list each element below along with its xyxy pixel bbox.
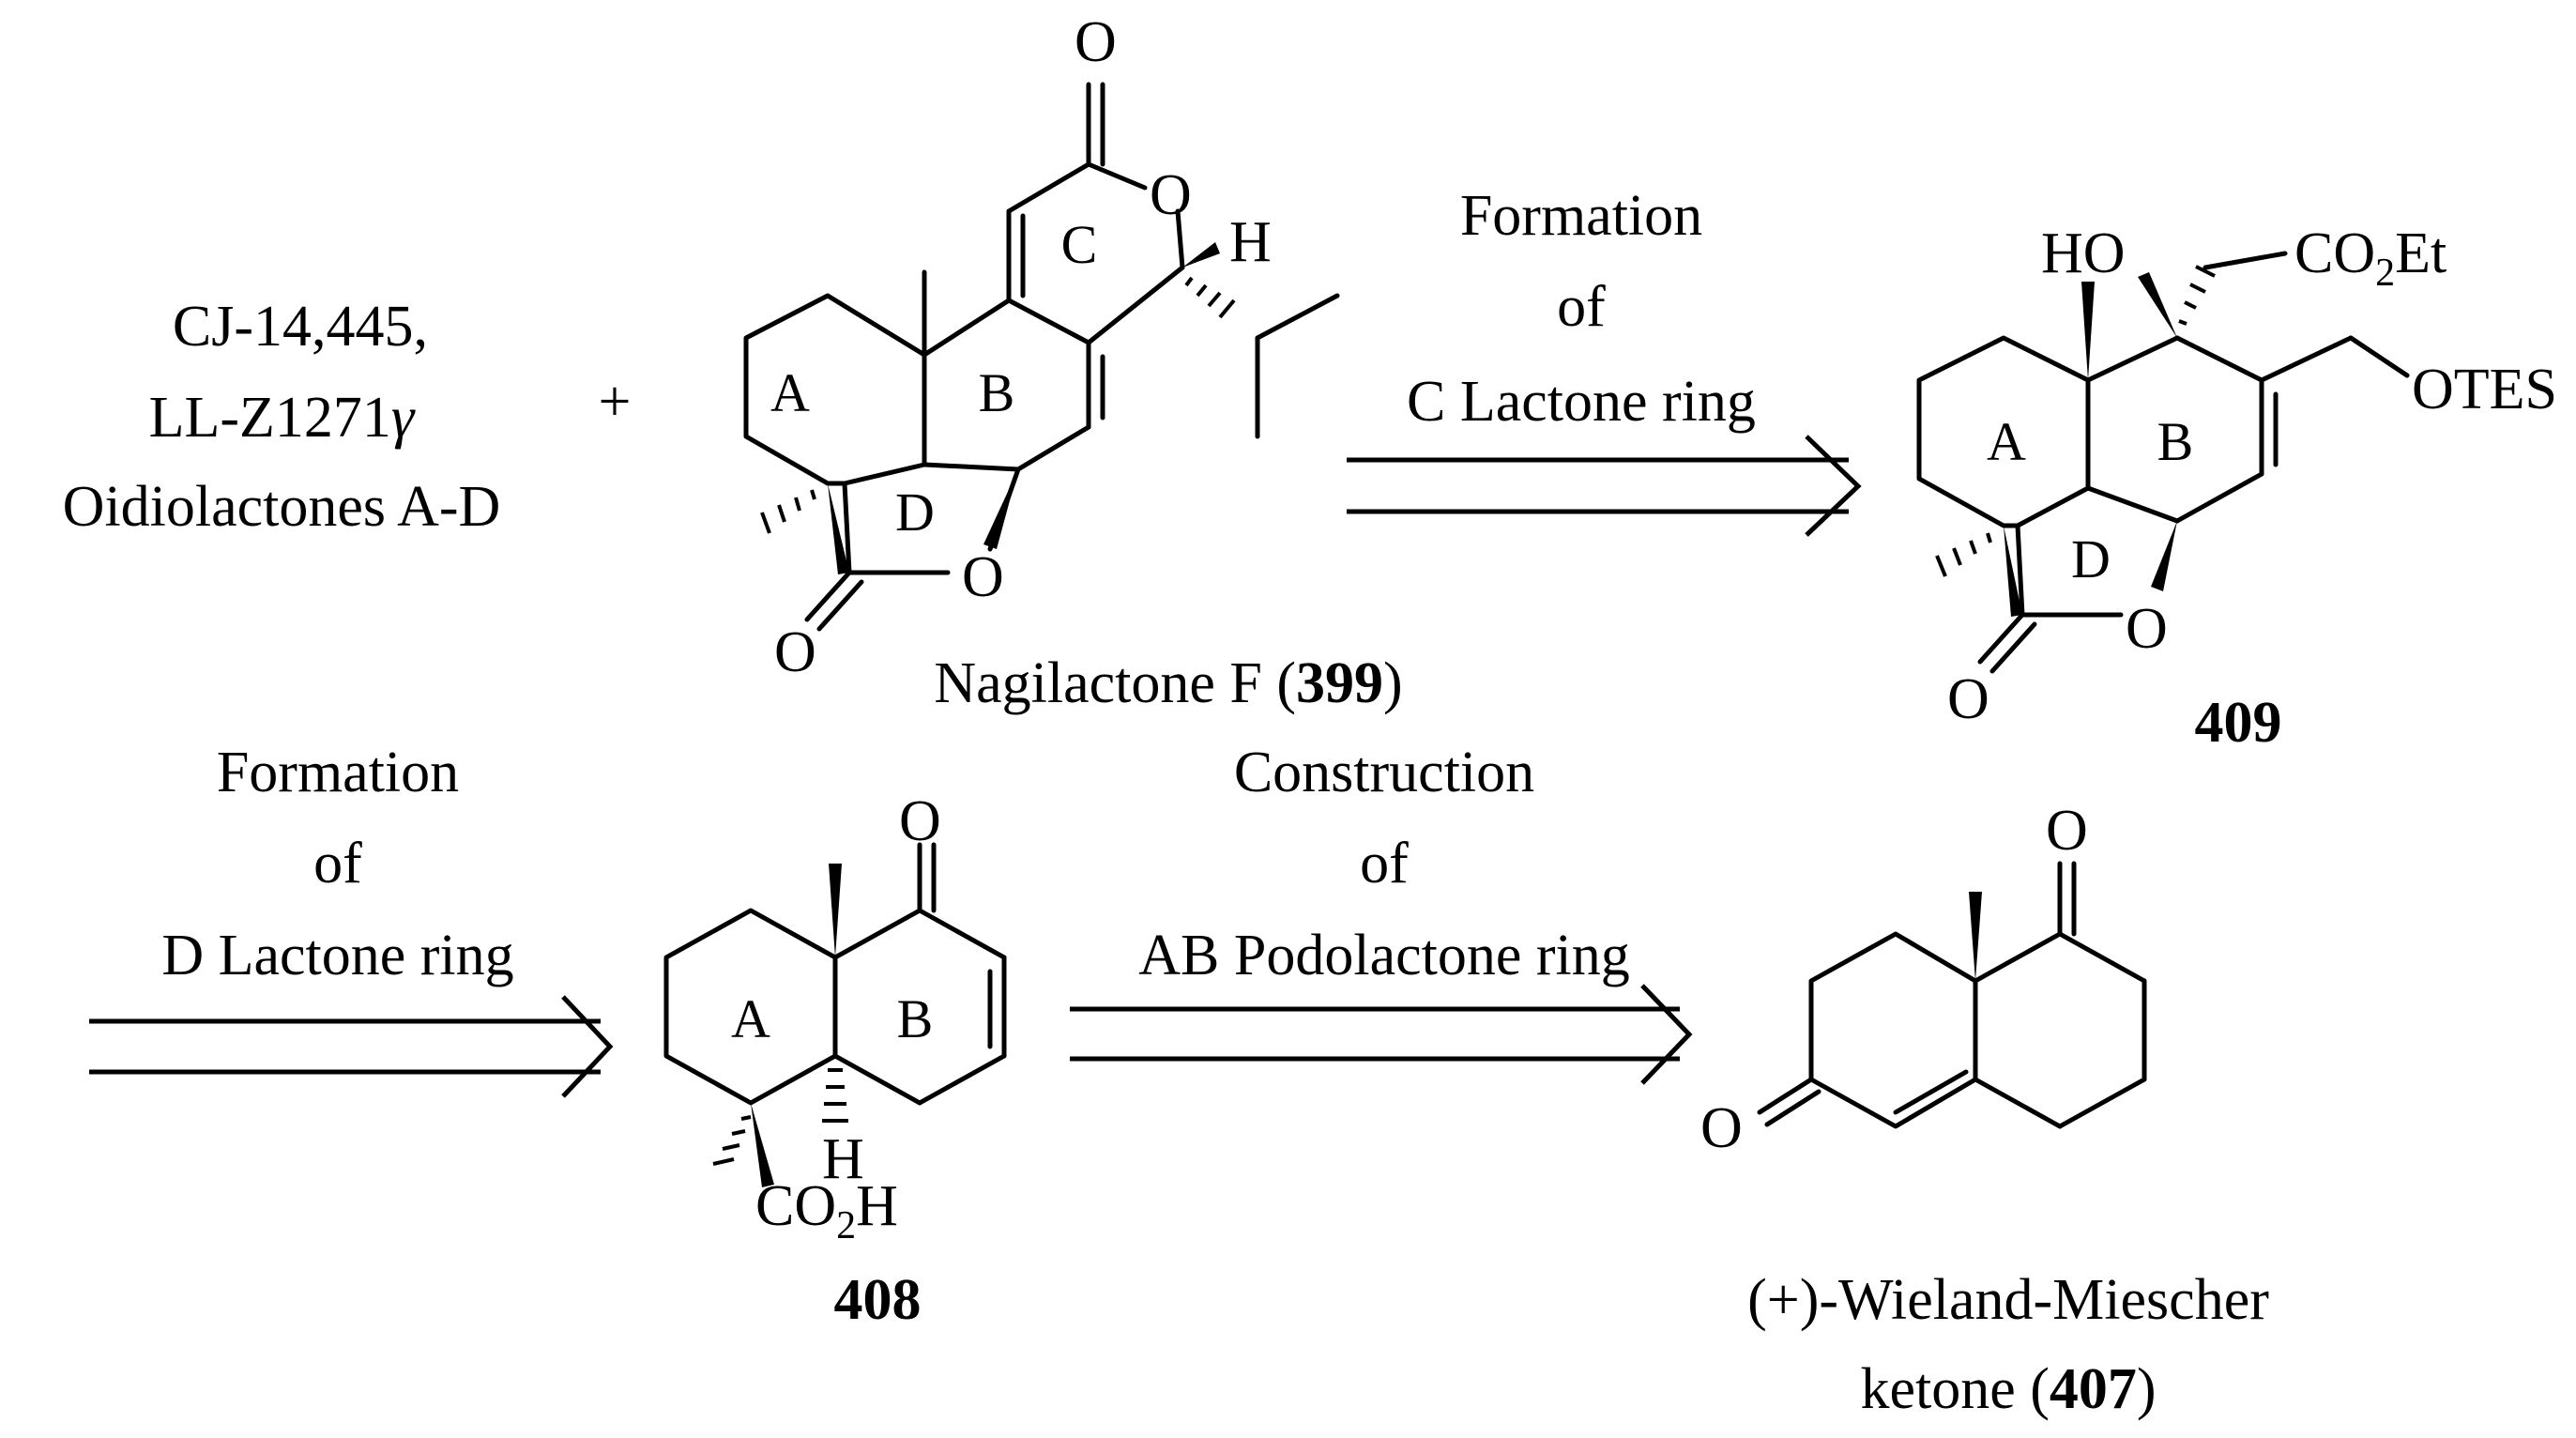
ring-b-408: B [897,988,934,1049]
ketone-o-top: O [2046,799,2088,863]
arrow-3-line-2: of [1360,832,1409,895]
lactone-o-409: O [2126,597,2168,661]
otes-group: OTES [2412,358,2557,421]
h-408: H [822,1127,864,1191]
target-line-1: CJ-14,445, [173,295,428,359]
arrow-1-line-2: of [1557,275,1606,339]
arrow-3: Construction of AB Podolactone ring [1070,741,1693,1085]
compound-408-structure: O H CO2H A B 408 [663,789,1007,1332]
ring-o: O [1150,163,1192,227]
plus-sign: + [599,370,632,434]
h-atom: H [1229,210,1272,274]
enone-o: O [899,789,941,853]
ring-d-label: D [895,482,935,543]
target-compounds-label: CJ-14,445, LL-Z1271γ Oidiolactones A-D [63,295,501,539]
ring-c-label: C [1061,214,1098,275]
ring-a-408: A [731,988,770,1049]
co2et-group: CO2Et [2294,222,2446,295]
arrow-3-line-1: Construction [1234,741,1534,804]
lactone-o: O [962,545,1004,609]
target-line-3: Oidiolactones A-D [63,475,501,539]
nagilactone-name: Nagilactone F (399) [934,651,1402,715]
ring-d-409: D [2071,528,2111,589]
arrow-2-line-3: D Lactone ring [161,924,513,987]
target-line-2: LL-Z1271γ [149,386,416,450]
arrow-1: Formation of C Lactone ring [1347,184,1862,537]
lactone-carbonyl-o: O [774,620,816,684]
ring-b-409: B [2157,411,2194,472]
arrow-2: Formation of D Lactone ring [89,741,614,1098]
ring-a-label: A [770,362,810,423]
compound-408-number: 408 [834,1268,922,1332]
compound-409-structure: HO CO2Et OTES O O A B D 409 [1916,222,2557,755]
ho-group: HO [2041,222,2126,285]
arrow-3-line-3: AB Podolactone ring [1138,924,1630,987]
ring-b-label: B [979,362,1015,423]
carbonyl-o-409: O [1947,667,1989,731]
arrow-2-line-2: of [313,832,362,895]
arrow-1-line-3: C Lactone ring [1407,370,1756,434]
co2h-group: CO2H [755,1174,898,1247]
arrow-2-line-1: Formation [217,741,459,804]
wmk-name-line-2: ketone (407) [1860,1357,2156,1421]
compound-409-number: 409 [2195,691,2282,755]
nagilactone-f-structure: O O H O O A B C D Nagilactone F (399) [743,10,1403,715]
wmk-name-line-1: (+)-Wieland-Miescher [1747,1268,2269,1332]
ring-a-409: A [1987,411,2026,472]
wieland-miescher-ketone-structure: O O (+)-Wieland-Miescher ketone (407) [1700,799,2269,1421]
arrow-1-line-1: Formation [1460,184,1702,248]
ketone-o-left: O [1700,1096,1743,1160]
carbonyl-o: O [1075,10,1117,74]
